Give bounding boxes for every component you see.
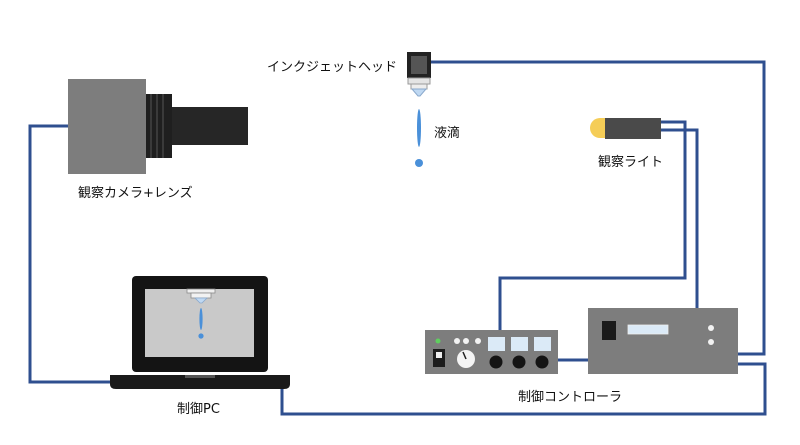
droplet-icon [415, 109, 423, 167]
camera-label: 観察カメラ+レンズ [78, 185, 193, 201]
wire-head-controller [430, 60, 766, 356]
controller-label: 制御コントローラ [518, 390, 622, 405]
controller-icon [588, 308, 738, 374]
inkjet-head-icon [407, 52, 431, 97]
panel-icon [425, 330, 558, 374]
wire-light-controller-b [660, 128, 699, 308]
wire-camera-pc [28, 124, 112, 384]
camera-icon [68, 79, 248, 174]
wire-pc-controller [280, 362, 767, 416]
light-icon [590, 118, 661, 139]
wire-light-controller-a [498, 120, 687, 330]
wires [28, 60, 767, 416]
inkjet-head-label: インクジェットヘッド [267, 60, 397, 75]
droplet-label: 液滴 [434, 125, 460, 141]
light-label: 観察ライト [598, 155, 663, 170]
pc-label: 制御PC [177, 402, 220, 417]
laptop-icon [110, 276, 290, 389]
